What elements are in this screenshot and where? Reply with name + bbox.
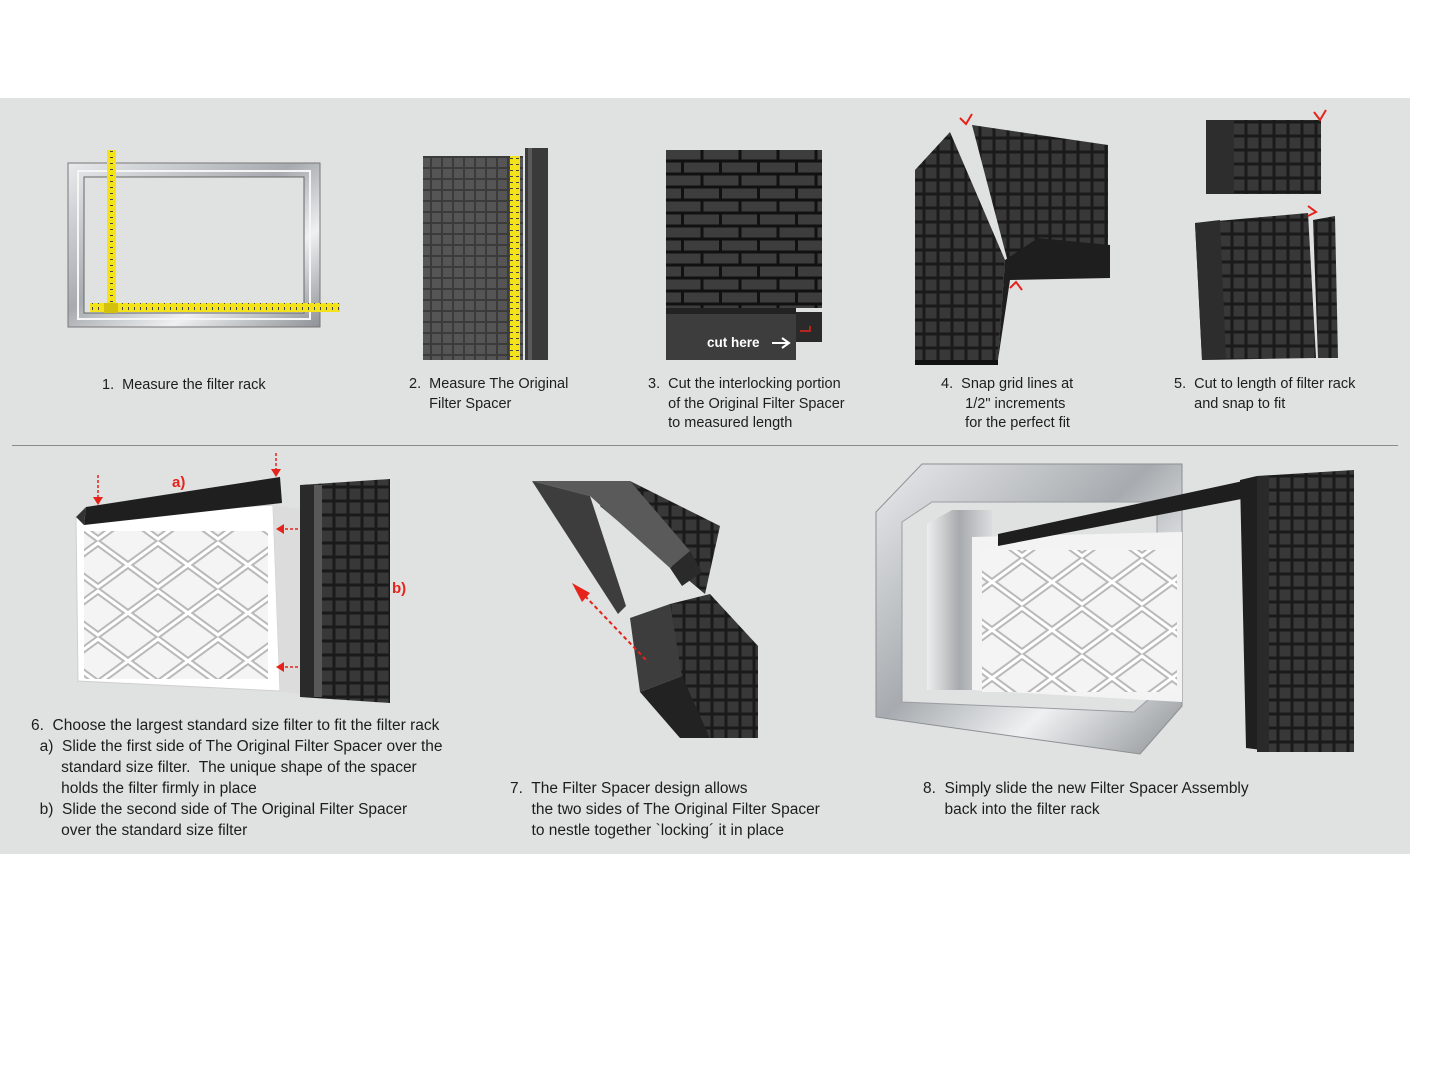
- step-6-line: 6. Choose the largest standard size filt…: [31, 717, 440, 734]
- step-8-line: 8. Simply slide the new Filter Spacer As…: [923, 780, 1249, 797]
- step-2-line: Filter Spacer: [409, 395, 512, 412]
- section-divider: [12, 445, 1398, 446]
- step-4-line: 1/2" increments: [941, 395, 1066, 412]
- step-3-line: to measured length: [648, 415, 793, 431]
- step-3-line: 3. Cut the interlocking portion: [648, 376, 841, 392]
- step-6a-line: a) Slide the first side of The Original …: [31, 738, 443, 755]
- step-4-caption: 4. Snap grid lines at 1/2" increments fo…: [941, 375, 1073, 434]
- step-5-line: 5. Cut to length of filter rack: [1174, 376, 1356, 392]
- step-2-line: 2. Measure The Original: [409, 376, 569, 392]
- marker-a: a): [172, 474, 185, 491]
- interlock-illustration: [532, 481, 758, 738]
- step-6b-line: over the standard size filter: [31, 822, 248, 839]
- filter-rack-illustration: [67, 150, 340, 328]
- cut-length-illustration: [1195, 109, 1338, 360]
- step-7-line: 7. The Filter Spacer design allows: [510, 780, 748, 797]
- step-3-caption: 3. Cut the interlocking portion of the O…: [648, 375, 845, 434]
- step-1-caption: 1. Measure the filter rack: [102, 376, 266, 396]
- step-3-line: of the Original Filter Spacer: [648, 395, 845, 412]
- step-7-caption: 7. The Filter Spacer design allows the t…: [510, 778, 820, 841]
- step-7-line: to nestle together `locking´ it in place: [510, 822, 784, 839]
- marker-b: b): [392, 580, 406, 597]
- step-8-caption: 8. Simply slide the new Filter Spacer As…: [923, 778, 1249, 820]
- slide-into-rack-illustration: [875, 463, 1354, 755]
- step-6a-line: standard size filter. The unique shape o…: [31, 759, 417, 776]
- step-4-line: for the perfect fit: [941, 415, 1070, 431]
- step-6-caption: 6. Choose the largest standard size filt…: [31, 715, 443, 841]
- snap-grid-illustration: [915, 113, 1110, 365]
- step-1-line: 1. Measure the filter rack: [102, 377, 266, 393]
- filter-assembly-illustration: a) b): [75, 453, 406, 703]
- step-7-line: the two sides of The Original Filter Spa…: [510, 801, 820, 818]
- spacer-measure-illustration: [423, 148, 548, 360]
- step-4-line: 4. Snap grid lines at: [941, 376, 1074, 392]
- step-6b-line: b) Slide the second side of The Original…: [31, 801, 408, 818]
- cut-interlock-illustration: cut here: [666, 150, 822, 360]
- step-5-caption: 5. Cut to length of filter rack and snap…: [1174, 375, 1355, 414]
- step-6a-line: holds the filter firmly in place: [31, 780, 257, 797]
- step-2-caption: 2. Measure The Original Filter Spacer: [409, 375, 568, 414]
- step-8-line: back into the filter rack: [923, 801, 1100, 818]
- step-5-line: and snap to fit: [1174, 395, 1286, 412]
- cut-here-label: cut here: [707, 335, 760, 350]
